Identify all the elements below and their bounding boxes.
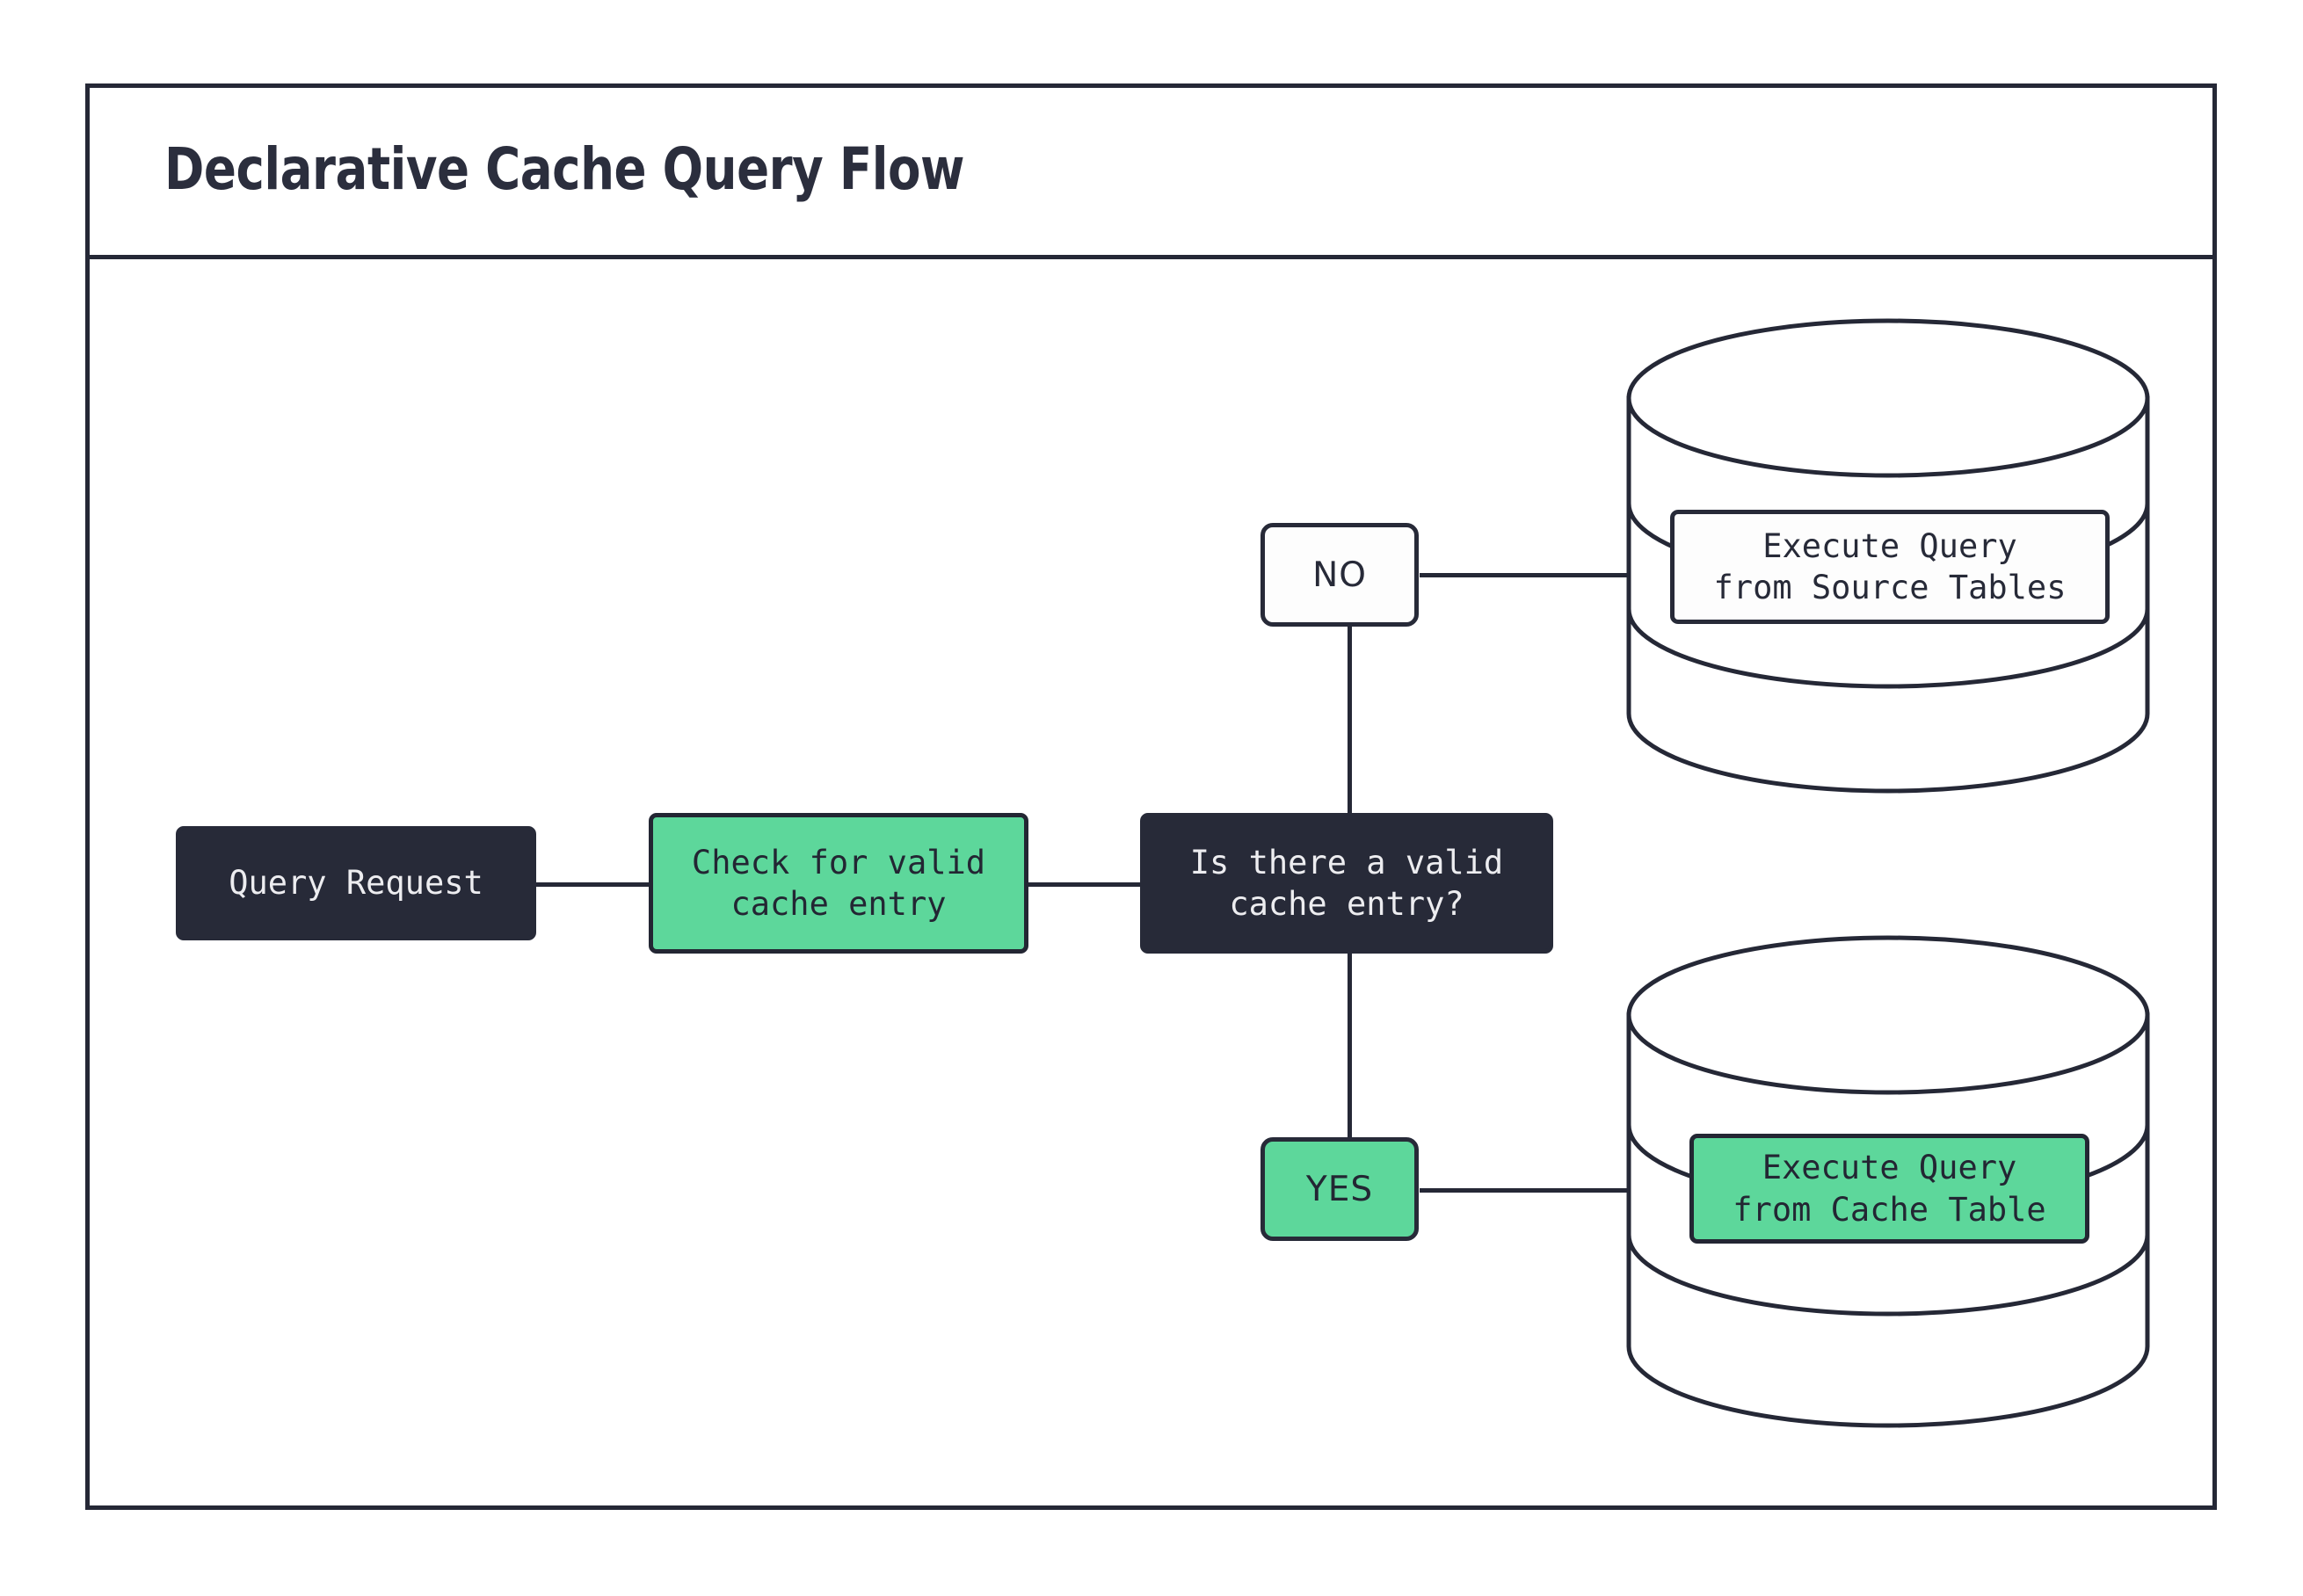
node-source-tables-label: Execute Query from Source Tables	[1713, 526, 2067, 606]
node-query-request-label: Query Request	[229, 864, 483, 903]
node-query-request[interactable]: Query Request	[176, 826, 536, 940]
edge-query-request-to-check-cache	[536, 882, 650, 887]
node-decision-valid-cache[interactable]: Is there a valid cache entry?	[1140, 813, 1553, 954]
edge-yes-to-cache-table	[1420, 1188, 1692, 1193]
page-title: Declarative Cache Query Flow	[164, 135, 965, 203]
edge-check-cache-to-decision	[1024, 882, 1143, 887]
edge-decision-to-yes	[1348, 949, 1352, 1144]
branch-label-yes[interactable]: YES	[1260, 1137, 1419, 1241]
node-check-cache-label: Check for valid cache entry	[691, 843, 986, 923]
branch-label-no[interactable]: NO	[1260, 523, 1419, 627]
node-execute-query-cache-table[interactable]: Execute Query from Cache Table	[1689, 1134, 2089, 1244]
diagram-title-bar: Declarative Cache Query Flow	[85, 83, 2217, 259]
node-cache-table-label: Execute Query from Cache Table	[1733, 1149, 2046, 1229]
edge-no-to-source-tables	[1420, 573, 1692, 577]
node-execute-query-source-tables[interactable]: Execute Query from Source Tables	[1670, 510, 2110, 624]
branch-label-yes-text: YES	[1305, 1169, 1374, 1209]
node-check-cache[interactable]: Check for valid cache entry	[649, 813, 1028, 954]
branch-label-no-text: NO	[1312, 555, 1367, 595]
edge-decision-to-no	[1348, 598, 1352, 826]
node-decision-label: Is there a valid cache entry?	[1189, 843, 1504, 923]
